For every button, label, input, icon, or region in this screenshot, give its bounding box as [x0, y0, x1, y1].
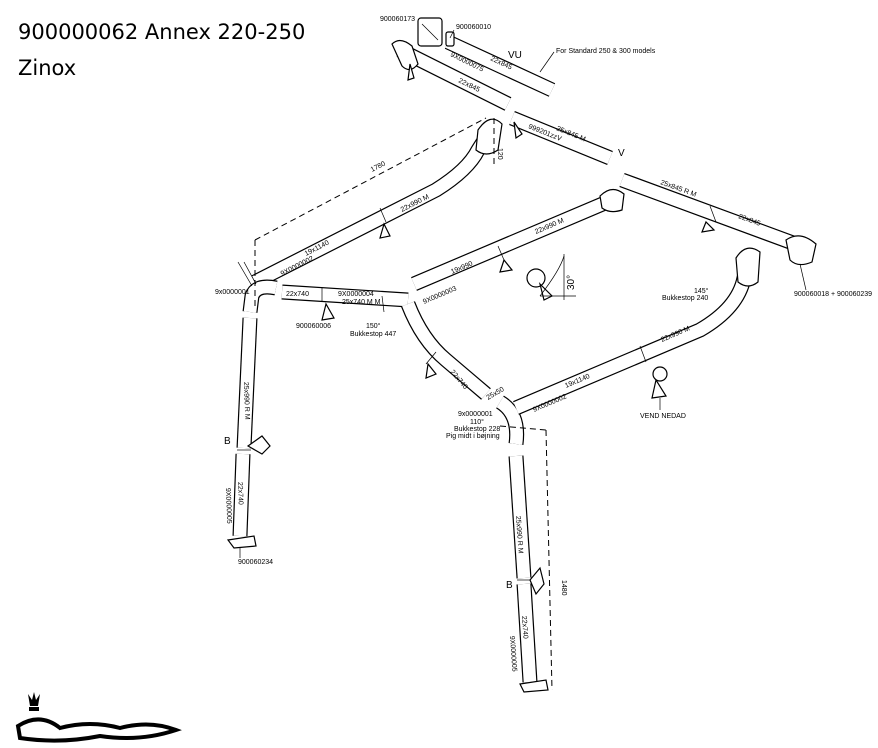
label-9x0000005-right: 9X0000005 — [508, 636, 517, 672]
label-22x740-d: 22x740 — [520, 616, 529, 640]
page-title: 900000062 Annex 220-250 — [18, 20, 306, 44]
fittings — [226, 17, 817, 693]
label-9x0000001-left: 9x0000001 — [215, 289, 250, 296]
label-110-deg: 110° — [470, 418, 484, 426]
label-bukkestop-240: Bukkestop 240 — [662, 295, 708, 302]
label-150-deg: 150° — [366, 322, 381, 330]
label-25x990-r-m-right: 25x990 R M — [514, 516, 524, 554]
label-900060006: 900060006 — [296, 323, 331, 330]
page-subtitle: Zinox — [18, 56, 77, 80]
label-9x0000004: 9X0000004 — [338, 291, 374, 298]
label-145-deg: 145° — [694, 287, 709, 295]
tube-group — [232, 35, 815, 683]
label-vend-nedad: VEND NEDAD — [640, 413, 686, 420]
label-standard-models: For Standard 250 & 300 models — [556, 48, 656, 55]
label-9x0000003: 9X0000003 — [422, 285, 458, 305]
label-v: V — [618, 148, 625, 159]
label-bukkestop-228: Bukkestop 228 — [454, 426, 500, 433]
label-30-deg: 30° — [566, 275, 577, 290]
label-b-left: B — [224, 436, 231, 447]
joint-rings — [237, 205, 717, 581]
label-25x990-r-m-left: 25x990 R M — [242, 382, 250, 420]
label-900060173: 900060173 — [380, 16, 415, 23]
label-1480: 1480 — [560, 580, 567, 596]
label-120: 120 — [496, 148, 503, 160]
label-bukkestop-447: Bukkestop 447 — [350, 331, 396, 338]
label-25x740-m-m: 25x740 M M — [342, 299, 381, 306]
label-vu: VU — [508, 50, 522, 61]
label-b-right: B — [506, 580, 513, 591]
label-9x0000001-right: 9x0000001 — [458, 411, 493, 418]
label-22x740-a: 22x740 — [286, 291, 309, 298]
label-pig-midt: Pig midt i bøjning — [446, 433, 500, 440]
dimension-lines — [254, 117, 576, 691]
label-22x740-c: 22x740 — [236, 482, 244, 505]
isabella-logo — [15, 692, 182, 743]
label-900060234: 900060234 — [238, 559, 273, 566]
label-900060018-900060239: 900060018 + 900060239 — [794, 291, 872, 298]
label-900060010: 900060010 — [456, 24, 491, 31]
label-1780: 1780 — [370, 160, 387, 173]
label-9x0000005-left: 9X0000005 — [224, 488, 232, 524]
labels: 900060173 900060010 VU For Standard 250 … — [215, 16, 872, 672]
